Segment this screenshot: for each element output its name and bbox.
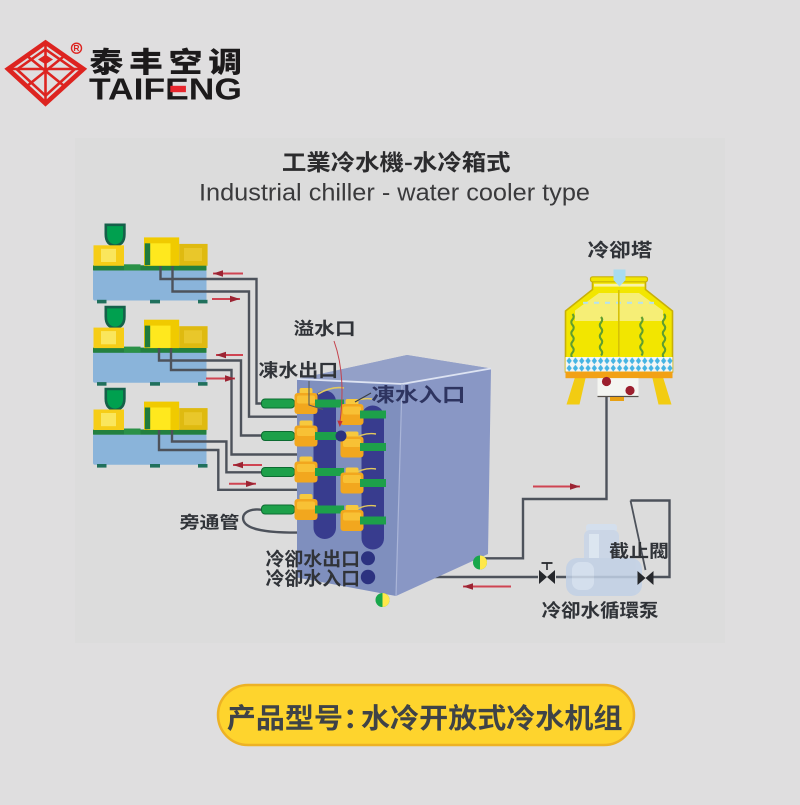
svg-text:TAIFENG: TAIFENG <box>89 72 242 107</box>
svg-text:R: R <box>73 43 79 53</box>
svg-text:Industrial chiller - water coo: Industrial chiller - water cooler type <box>199 180 590 207</box>
